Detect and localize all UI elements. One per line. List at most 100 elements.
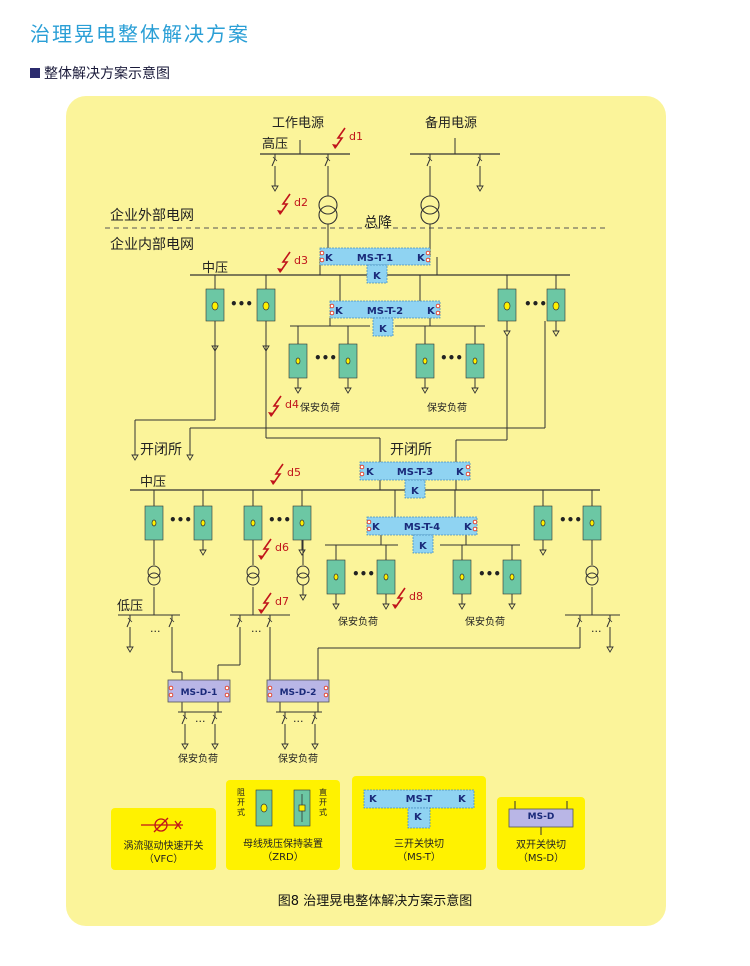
legend-zrd-right-label: 直开式 — [319, 788, 327, 817]
section-title: 整体解决方案示意图 — [30, 63, 170, 83]
k-marker: K — [427, 306, 436, 317]
k-marker: K — [372, 522, 381, 533]
fault-d5-label: d5 — [287, 466, 301, 479]
ellipsis: ••• — [169, 513, 192, 527]
k-marker: K — [419, 541, 428, 552]
msd-1-label: MS-D-1 — [181, 688, 218, 698]
high-voltage-label: 高压 — [262, 136, 288, 152]
vfc-symbol-icon — [141, 817, 183, 833]
main-transformer-2 — [420, 195, 440, 225]
ellipsis: ••• — [268, 513, 291, 527]
ellipsis: ••• — [524, 297, 547, 311]
mv-label-upper: 中压 — [202, 261, 228, 276]
msd-2-device — [266, 679, 330, 703]
msd-1-device — [167, 679, 231, 703]
mst-symbol-icon — [363, 789, 475, 829]
secure-load-label: 保安负荷 — [338, 615, 378, 628]
page-title: 治理晃电整体解决方案 — [30, 22, 250, 46]
mst-3-label: MS-T-3 — [397, 467, 433, 478]
work-power-label: 工作电源 — [272, 116, 324, 131]
fault-bolt-icon — [276, 193, 291, 216]
external-grid-label: 企业外部电网 — [110, 207, 194, 224]
internal-grid-label: 企业内部电网 — [110, 236, 194, 253]
secure-load-label: 保安负荷 — [300, 401, 340, 414]
legend-mst: K K K MS-T 三开关快切 （MS-T） — [352, 776, 486, 870]
legend-mst-label: MS-T — [405, 794, 433, 805]
fault-bolt-icon — [267, 395, 282, 418]
square-bullet-icon — [30, 68, 40, 78]
secure-load-label: 保安负荷 — [465, 615, 505, 628]
fault-bolt-icon — [331, 127, 346, 150]
ellipsis: ... — [195, 712, 206, 725]
mv-label-lower: 中压 — [140, 475, 166, 490]
legend-mst-k-left: K — [369, 794, 377, 805]
mst-1-label: MS-T-1 — [357, 253, 393, 264]
lv-label: 低压 — [117, 599, 143, 614]
main-drop-label: 总降 — [364, 215, 392, 231]
fault-d6-label: d6 — [275, 541, 289, 554]
ellipsis: ••• — [559, 513, 582, 527]
legend-zrd-left-label: 阻开式 — [237, 788, 245, 817]
mst-2-device — [329, 300, 441, 337]
fault-d7-label: d7 — [275, 595, 289, 608]
ellipsis: ... — [150, 622, 161, 635]
backup-power-label: 备用电源 — [425, 115, 477, 131]
main-transformer-1 — [318, 195, 338, 225]
legend-mst-line1: 三开关快切 — [394, 839, 444, 850]
fault-d4-label: d4 — [285, 398, 299, 411]
ellipsis: ••• — [230, 297, 253, 311]
fault-d3-label: d3 — [294, 254, 308, 267]
k-marker: K — [335, 306, 344, 317]
legend-zrd: 阻开式 直开式 母线残压保持装置 （ZRD） — [226, 780, 340, 870]
legend-vfc-line2: （VFC） — [143, 854, 184, 865]
figure-caption: 图8 治理晃电整体解决方案示意图 — [277, 894, 473, 909]
ellipsis: ••• — [314, 351, 337, 365]
ellipsis: ... — [591, 622, 602, 635]
msd-symbol-icon — [508, 801, 574, 835]
k-marker: K — [464, 522, 473, 533]
switch-station-right-label: 开闭所 — [390, 442, 432, 458]
ellipsis: ••• — [478, 567, 501, 581]
legend-mst-k-right: K — [458, 794, 466, 805]
legend-zrd-line1: 母线残压保持装置 — [243, 839, 323, 850]
fault-bolt-icon — [257, 592, 272, 615]
fault-d8-label: d8 — [409, 590, 423, 603]
secure-load-label: 保安负荷 — [427, 401, 467, 414]
msd-2-label: MS-D-2 — [280, 688, 317, 698]
switch-station-left-label: 开闭所 — [140, 442, 182, 458]
k-marker: K — [373, 271, 382, 282]
k-marker: K — [411, 486, 420, 497]
legend-vfc-line1: 涡流驱动快速开关 — [123, 841, 204, 852]
k-marker: K — [366, 467, 375, 478]
legend-msd-line2: （MS-D） — [517, 853, 565, 864]
legend-msd: MS-D 双开关快切 （MS-D） — [497, 797, 585, 870]
ellipsis: ••• — [440, 351, 463, 365]
fault-bolt-icon — [257, 538, 272, 561]
section-title-text: 整体解决方案示意图 — [44, 66, 170, 82]
k-marker: K — [417, 253, 426, 264]
mst-3-device — [359, 461, 471, 499]
fault-bolt-icon — [276, 251, 291, 274]
ellipsis: ... — [293, 712, 304, 725]
mst-4-label: MS-T-4 — [404, 522, 440, 533]
fault-d1-label: d1 — [349, 130, 363, 143]
zrd-symbol-icon — [255, 789, 311, 827]
mst-1-device — [319, 247, 431, 284]
legend-msd-label: MS-D — [527, 812, 555, 822]
legend-zrd-line2: （ZRD） — [262, 852, 304, 863]
fault-d2-label: d2 — [294, 196, 308, 209]
legend-msd-line1: 双开关快切 — [516, 840, 566, 851]
mst-2-label: MS-T-2 — [367, 306, 403, 317]
k-marker: K — [456, 467, 465, 478]
fault-bolt-icon — [269, 463, 284, 486]
k-marker: K — [325, 253, 334, 264]
legend-vfc: 涡流驱动快速开关 （VFC） — [111, 808, 216, 870]
ellipsis: ••• — [352, 567, 375, 581]
k-marker: K — [379, 324, 388, 335]
secure-load-label: 保安负荷 — [278, 752, 318, 765]
secure-load-label: 保安负荷 — [178, 752, 218, 765]
mst-4-device — [366, 516, 478, 554]
legend-mst-k-bottom: K — [414, 812, 422, 823]
ellipsis: ... — [251, 622, 262, 635]
